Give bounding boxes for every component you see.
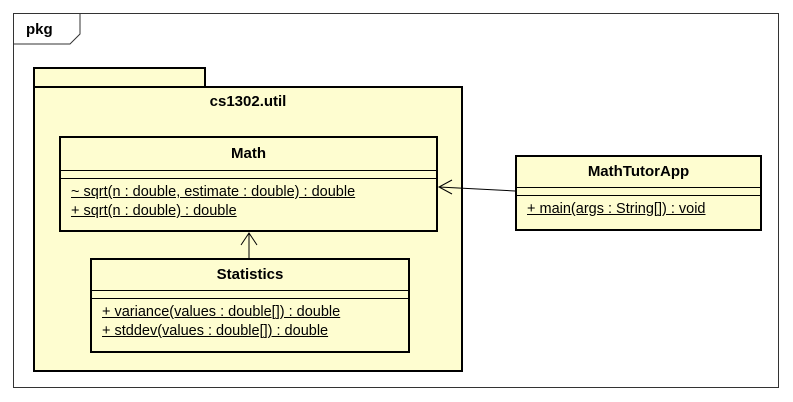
attributes-divider	[61, 170, 436, 171]
package-name: cs1302.util	[209, 93, 287, 110]
operation[interactable]: ~ sqrt(n : double, estimate : double) : …	[71, 184, 356, 200]
operations-list: ~ sqrt(n : double, estimate : double) : …	[61, 179, 436, 221]
operations-divider	[61, 178, 436, 179]
operations-list: + variance(values : double[]) : double +…	[92, 299, 408, 341]
operation[interactable]: + stddev(values : double[]) : double	[102, 323, 329, 339]
operation[interactable]: + main(args : String[]) : void	[527, 201, 706, 217]
class-name: Math	[231, 145, 266, 162]
operation[interactable]: + sqrt(n : double) : double	[71, 203, 237, 219]
class-math[interactable]: Math ~ sqrt(n : double, estimate : doubl…	[59, 136, 438, 232]
frame-tab	[13, 13, 81, 45]
operations-divider	[92, 298, 408, 299]
attributes-divider	[517, 187, 760, 188]
diagram-frame	[13, 13, 779, 388]
operations-list: + main(args : String[]) : void	[517, 196, 760, 219]
attributes-divider	[92, 290, 408, 291]
class-name: Statistics	[216, 266, 284, 283]
frame-label: pkg	[26, 21, 53, 38]
operations-divider	[517, 195, 760, 196]
class-name: MathTutorApp	[587, 163, 690, 180]
operation[interactable]: + variance(values : double[]) : double	[102, 304, 341, 320]
class-mathtutorapp[interactable]: MathTutorApp + main(args : String[]) : v…	[515, 155, 762, 231]
package-tab[interactable]	[33, 67, 206, 88]
class-statistics[interactable]: Statistics + variance(values : double[])…	[90, 258, 410, 353]
